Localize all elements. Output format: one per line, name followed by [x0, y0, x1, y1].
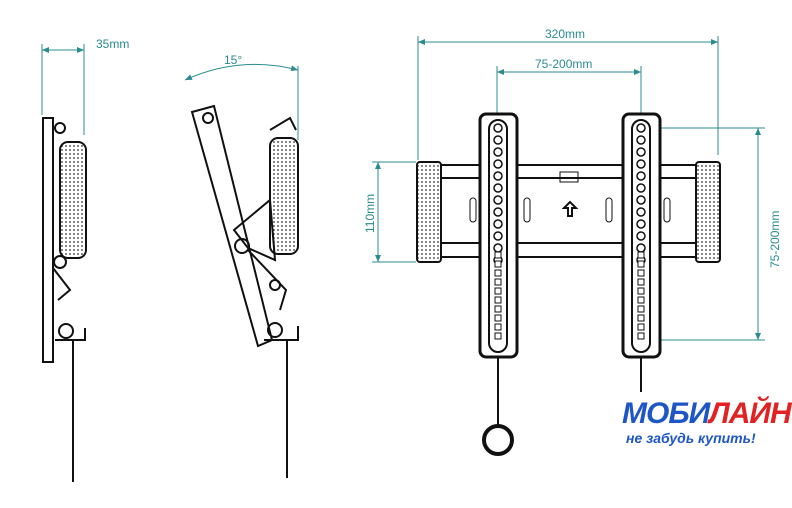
mounting-hole [493, 231, 503, 241]
logo-brand-part2: ЛАЙН [709, 397, 792, 430]
mounting-slot [494, 305, 502, 313]
mounting-hole [636, 195, 646, 205]
mounting-slot [494, 332, 502, 340]
mounting-slot [494, 278, 502, 286]
mounting-hole [493, 171, 503, 181]
mounting-hole [636, 147, 646, 157]
mounting-hole [636, 171, 646, 181]
mounting-slot [637, 260, 645, 268]
mounting-hole [636, 183, 646, 193]
mounting-slot [637, 251, 645, 259]
mounting-slot [637, 278, 645, 286]
mounting-slot [494, 287, 502, 295]
mounting-hole [493, 183, 503, 193]
mounting-hole [493, 135, 503, 145]
mounting-slot [494, 251, 502, 259]
depth-label: 35mm [96, 37, 129, 51]
tilt-label: 15° [224, 53, 242, 67]
mounting-slot [637, 296, 645, 304]
mounting-hole [493, 195, 503, 205]
height-label: 110mm [363, 194, 377, 233]
mounting-slot [637, 314, 645, 322]
mounting-slot [637, 305, 645, 313]
mounting-slot [637, 269, 645, 277]
overall-width-label: 320mm [545, 27, 585, 41]
tilt-dimension-arc [184, 63, 299, 81]
mounting-slot [494, 314, 502, 322]
mounting-slot [637, 332, 645, 340]
side-view-upright: 35mm [41, 37, 129, 482]
mounting-hole [493, 159, 503, 169]
mounting-hole [493, 207, 503, 217]
logo-slogan: не забудь купить! [626, 430, 756, 446]
mounting-slot [637, 287, 645, 295]
logo-brand-part1: МОБИ [622, 397, 710, 430]
side-view-tilted: 15° [184, 53, 299, 478]
mounting-hole [493, 243, 503, 253]
mounting-slot [494, 260, 502, 268]
mounting-slot [494, 269, 502, 277]
front-view: 320mm 75-200mm 110mm 75-200mm [363, 27, 782, 456]
mobiline-logo: МОБИЛАЙН не забудь купить! [622, 397, 792, 447]
mounting-hole [636, 207, 646, 217]
mounting-slot [494, 296, 502, 304]
mounting-hole [493, 219, 503, 229]
vesa-vertical-label: 75-200mm [768, 211, 782, 268]
mounting-hole [493, 123, 503, 133]
mounting-slot [494, 323, 502, 331]
mounting-hole [636, 243, 646, 253]
vesa-horizontal-label: 75-200mm [535, 57, 592, 71]
mounting-hole [636, 159, 646, 169]
mounting-slot [637, 323, 645, 331]
mounting-hole [493, 147, 503, 157]
mounting-hole [636, 219, 646, 229]
mounting-hole [636, 135, 646, 145]
mounting-hole [636, 231, 646, 241]
mounting-hole [636, 123, 646, 133]
